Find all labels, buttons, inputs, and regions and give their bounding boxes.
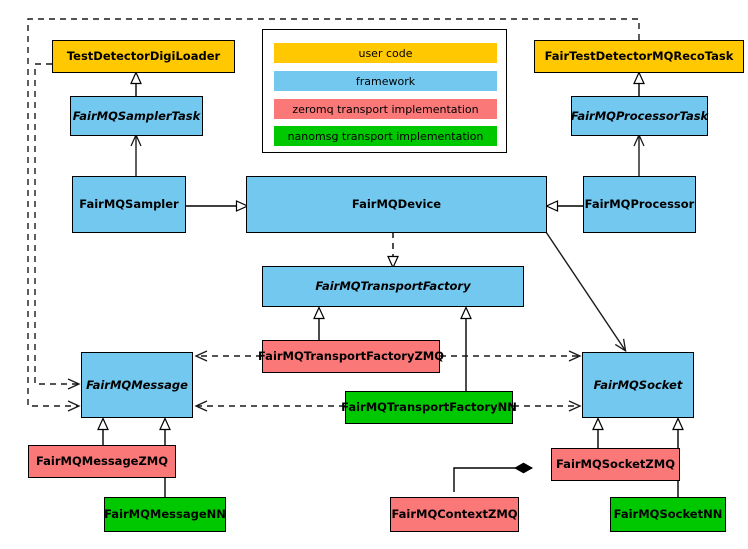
node-fairmqdevice[interactable]: FairMQDevice bbox=[246, 176, 547, 233]
node-fairmqcontextzmq[interactable]: FairMQContextZMQ bbox=[390, 497, 519, 532]
node-fairmqtransportfactory[interactable]: FairMQTransportFactory bbox=[262, 266, 524, 307]
legend-item-user-code: user code bbox=[274, 43, 497, 63]
node-fairmqmessagezmq[interactable]: FairMQMessageZMQ bbox=[28, 445, 176, 478]
node-fairmqmessagenn[interactable]: FairMQMessageNN bbox=[104, 497, 226, 532]
node-fairmqtransportfactorynn[interactable]: FairMQTransportFactoryNN bbox=[341, 391, 517, 424]
node-fairmqsocketzmq[interactable]: FairMQSocketZMQ bbox=[551, 448, 680, 481]
node-fairmqsampler[interactable]: FairMQSampler bbox=[72, 176, 186, 233]
node-fairmqmessage[interactable]: FairMQMessage bbox=[81, 352, 193, 418]
node-fairmqtransportfactoryzmq[interactable]: FairMQTransportFactoryZMQ bbox=[258, 340, 444, 373]
legend: user code framework zeromq transport imp… bbox=[262, 29, 507, 153]
node-fairmqsamplertask[interactable]: FairMQSamplerTask bbox=[70, 96, 203, 136]
node-fairmqprocessortask[interactable]: FairMQProcessorTask bbox=[571, 96, 708, 136]
edge-device-socket bbox=[545, 231, 627, 353]
node-fairmqsocketnn[interactable]: FairMQSocketNN bbox=[610, 497, 726, 532]
legend-item-nanomsg: nanomsg transport implementation bbox=[274, 126, 497, 146]
node-fairtestdetectormqrecotask[interactable]: FairTestDetectorMQRecoTask bbox=[534, 40, 744, 73]
node-fairmqsocket[interactable]: FairMQSocket bbox=[582, 352, 694, 418]
node-testdetectordigiloader[interactable]: TestDetectorDigiLoader bbox=[52, 40, 235, 73]
edge-socketzmq-contextzmq bbox=[453, 468, 532, 492]
node-fairmqprocessor[interactable]: FairMQProcessor bbox=[583, 176, 696, 233]
legend-item-framework: framework bbox=[274, 71, 497, 91]
legend-item-zeromq: zeromq transport implementation bbox=[274, 99, 497, 119]
